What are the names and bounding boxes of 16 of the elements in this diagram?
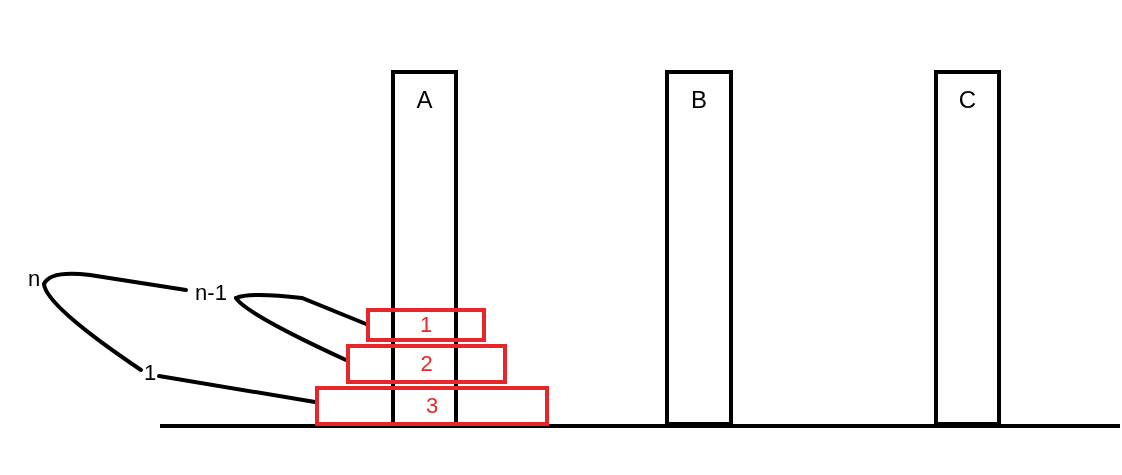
peg: [934, 70, 1001, 426]
peg-label: A: [416, 86, 433, 114]
peg-label: B: [691, 86, 707, 114]
peg: [665, 70, 733, 426]
leader-line: [42, 282, 143, 372]
bracket-label: 1: [141, 360, 159, 386]
leader-line: [234, 293, 368, 326]
leader-line: [234, 296, 348, 362]
peg-label: C: [958, 86, 977, 114]
bracket-label: n: [24, 266, 44, 292]
bracket-label: n-1: [186, 280, 236, 306]
disk-number: 2: [420, 352, 433, 376]
disk-number: 3: [425, 394, 439, 418]
disk-number: 1: [419, 313, 433, 337]
leader-line: [157, 374, 317, 404]
leader-line: [42, 271, 188, 292]
